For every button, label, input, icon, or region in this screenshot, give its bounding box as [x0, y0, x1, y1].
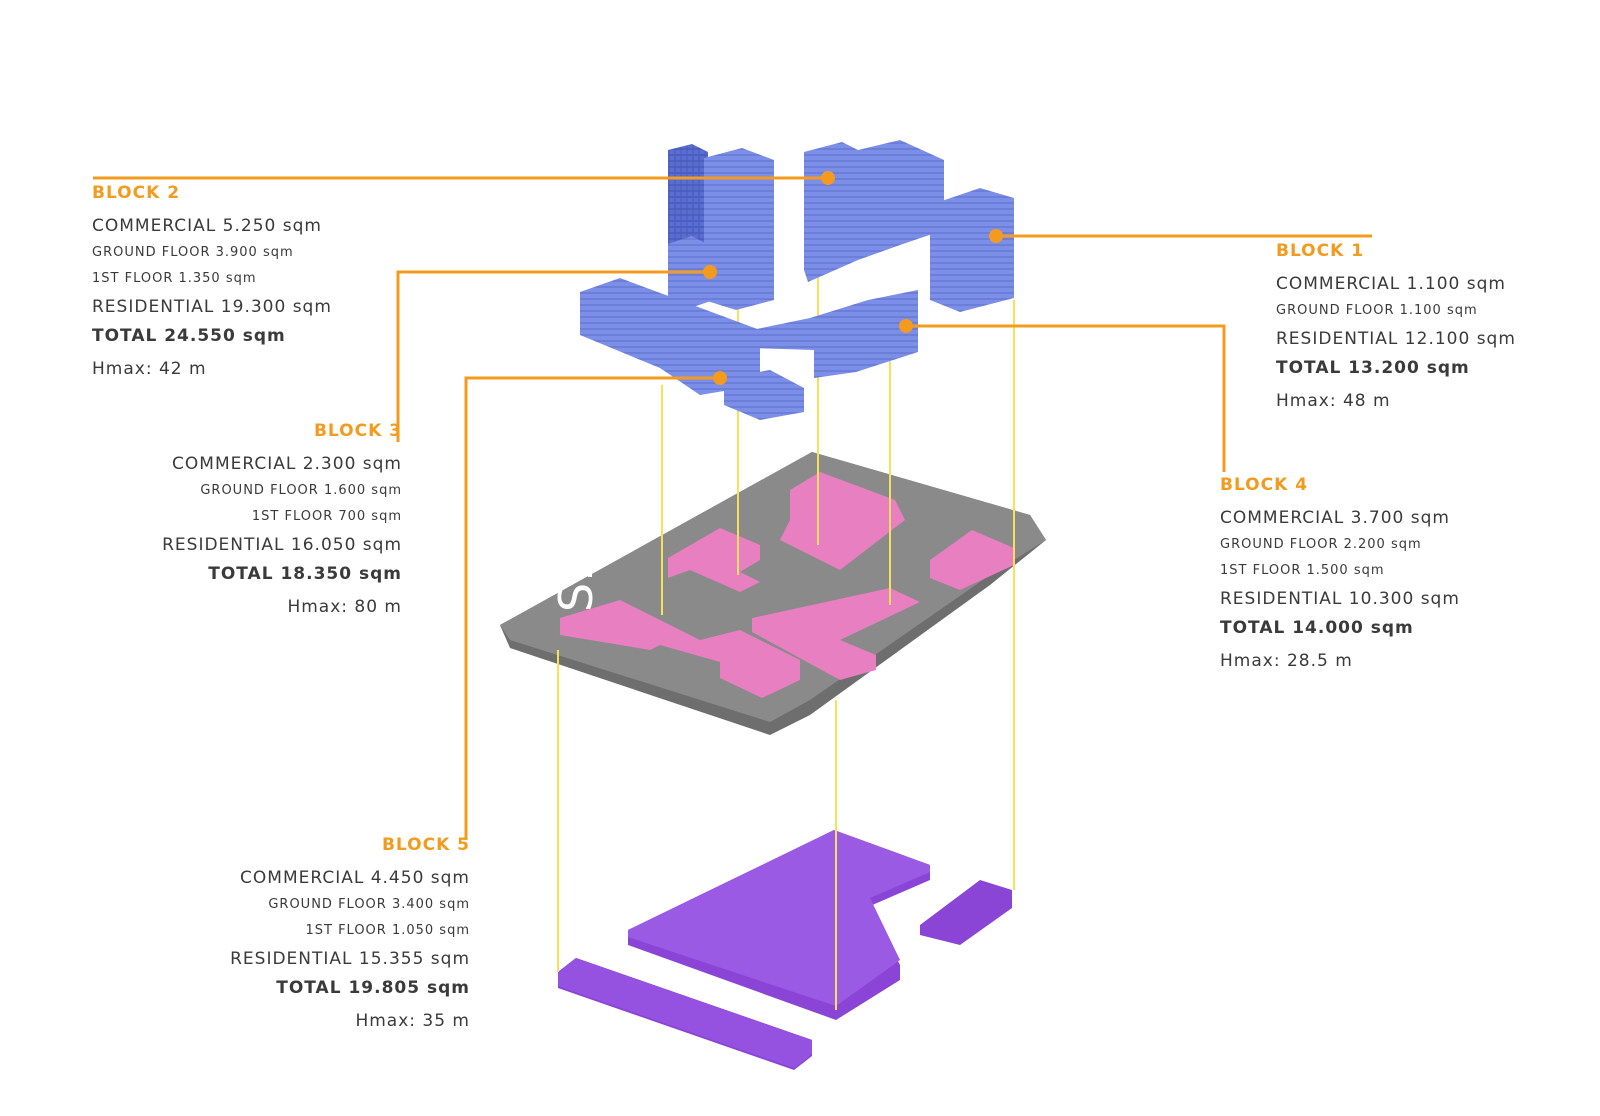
block-2-title: BLOCK 2	[92, 183, 181, 203]
block-2-info: BLOCK 2 COMMERCIAL 5.250 sqm GROUND FLOO…	[92, 182, 332, 386]
block-2-commercial: COMMERCIAL 5.250 sqm	[92, 216, 322, 236]
block-3-total: TOTAL 18.350 sqm	[208, 564, 402, 584]
leader-dots	[703, 171, 1003, 385]
site-label: S1	[549, 554, 603, 612]
block-4-commercial: COMMERCIAL 3.700 sqm	[1220, 508, 1450, 528]
block-3-commercial: COMMERCIAL 2.300 sqm	[172, 454, 402, 474]
block-3-residential: RESIDENTIAL 16.050 sqm	[162, 535, 402, 555]
block-4-first-floor: 1ST FLOOR 1.500 sqm	[1220, 563, 1385, 578]
block-5-commercial: COMMERCIAL 4.450 sqm	[240, 868, 470, 888]
block-1-ground-floor: GROUND FLOOR 1.100 sqm	[1276, 303, 1478, 318]
block-1-commercial: COMMERCIAL 1.100 sqm	[1276, 274, 1506, 294]
block-3-first-floor: 1ST FLOOR 700 sqm	[251, 509, 402, 524]
block-2-residential: RESIDENTIAL 19.300 sqm	[92, 297, 332, 317]
block-5-residential: RESIDENTIAL 15.355 sqm	[230, 949, 470, 969]
block-5-total: TOTAL 19.805 sqm	[276, 978, 470, 998]
basement-level	[558, 830, 1012, 1070]
block-2-first-floor: 1ST FLOOR 1.350 sqm	[92, 271, 257, 286]
block-1-hmax: Hmax: 48 m	[1276, 391, 1391, 411]
block-5-title: BLOCK 5	[381, 835, 470, 855]
block-2-total: TOTAL 24.550 sqm	[92, 326, 286, 346]
block-2-ground-floor: GROUND FLOOR 3.900 sqm	[92, 245, 294, 260]
block-4-residential: RESIDENTIAL 10.300 sqm	[1220, 589, 1460, 609]
block-1-info: BLOCK 1 COMMERCIAL 1.100 sqm GROUND FLOO…	[1276, 240, 1516, 418]
block-4-info: BLOCK 4 COMMERCIAL 3.700 sqm GROUND FLOO…	[1220, 474, 1460, 678]
block-4-title: BLOCK 4	[1220, 475, 1309, 495]
block-3-info: BLOCK 3 COMMERCIAL 2.300 sqm GROUND FLOO…	[162, 420, 402, 624]
block-3-ground-floor: GROUND FLOOR 1.600 sqm	[200, 483, 402, 498]
ground-floor-footprints	[560, 472, 1014, 698]
block-3-hmax: Hmax: 80 m	[287, 597, 402, 617]
block-1-title: BLOCK 1	[1276, 241, 1365, 261]
leader-lines	[93, 176, 1372, 840]
block-1-residential: RESIDENTIAL 12.100 sqm	[1276, 329, 1516, 349]
block-5-info: BLOCK 5 COMMERCIAL 4.450 sqm GROUND FLOO…	[230, 834, 470, 1038]
block-2-hmax: Hmax: 42 m	[92, 359, 207, 379]
block-5-first-floor: 1ST FLOOR 1.050 sqm	[305, 923, 470, 938]
block-5-hmax: Hmax: 35 m	[355, 1011, 470, 1031]
block-1-total: TOTAL 13.200 sqm	[1276, 358, 1470, 378]
block-4-total: TOTAL 14.000 sqm	[1220, 618, 1414, 638]
block-5-ground-floor: GROUND FLOOR 3.400 sqm	[268, 897, 470, 912]
site-plane	[500, 452, 1046, 735]
block-4-hmax: Hmax: 28.5 m	[1220, 651, 1353, 671]
block-3-title: BLOCK 3	[313, 421, 402, 441]
block-4-ground-floor: GROUND FLOOR 2.200 sqm	[1220, 537, 1422, 552]
